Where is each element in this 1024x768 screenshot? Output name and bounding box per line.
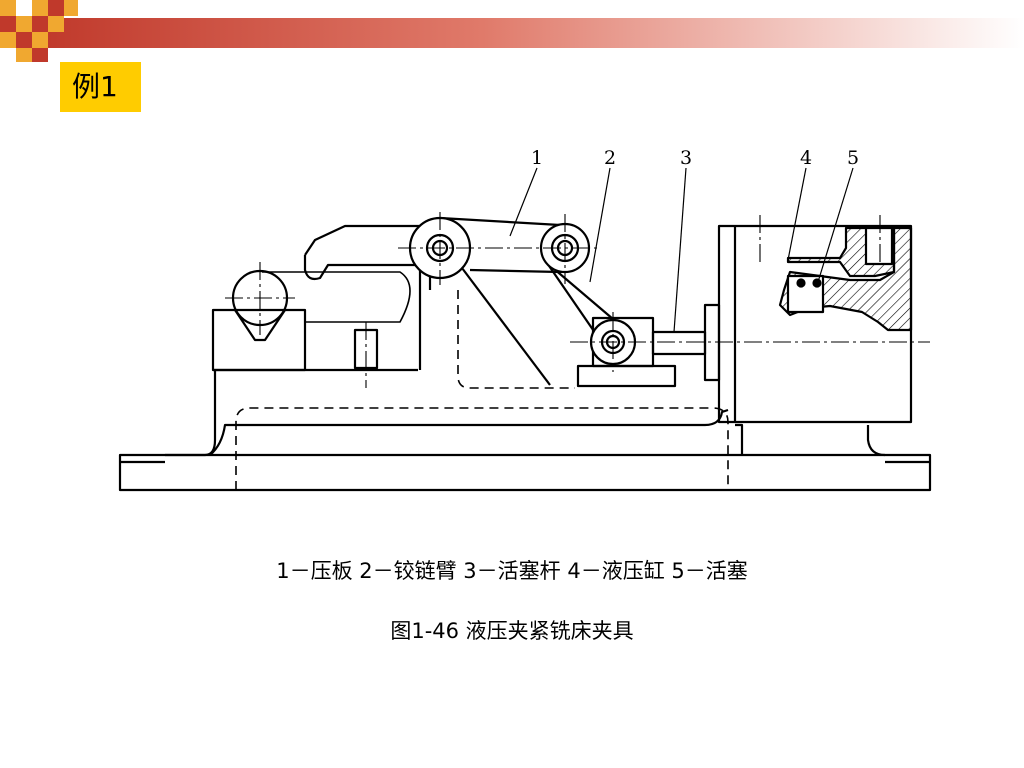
callout-3: 3 [680,147,692,169]
parts-legend: 1－压板 2－铰链臂 3－活塞杆 4－液压缸 5－活塞 [276,559,748,583]
callout-5: 5 [847,147,859,169]
base-plate [118,370,932,492]
v-block [211,308,418,372]
hydraulic-cylinder-part-4 [717,224,913,424]
hinge-arm-part-2 [408,216,621,386]
callout-labels: 1 2 3 4 5 [531,147,859,169]
slide-header-decoration [0,0,1024,62]
leader-lines [509,167,854,333]
hidden-lines [235,290,729,490]
slide-title: 例1 [60,62,141,112]
callout-2: 2 [604,147,616,169]
callout-1: 1 [531,147,543,169]
header-gradient-band [40,18,1024,48]
piston-part-5 [786,274,825,314]
pivot-block [576,316,677,388]
callout-4: 4 [800,147,812,169]
center-lines [225,212,930,388]
figure-caption: 图1-46 液压夹紧铣床夹具 [390,619,634,643]
